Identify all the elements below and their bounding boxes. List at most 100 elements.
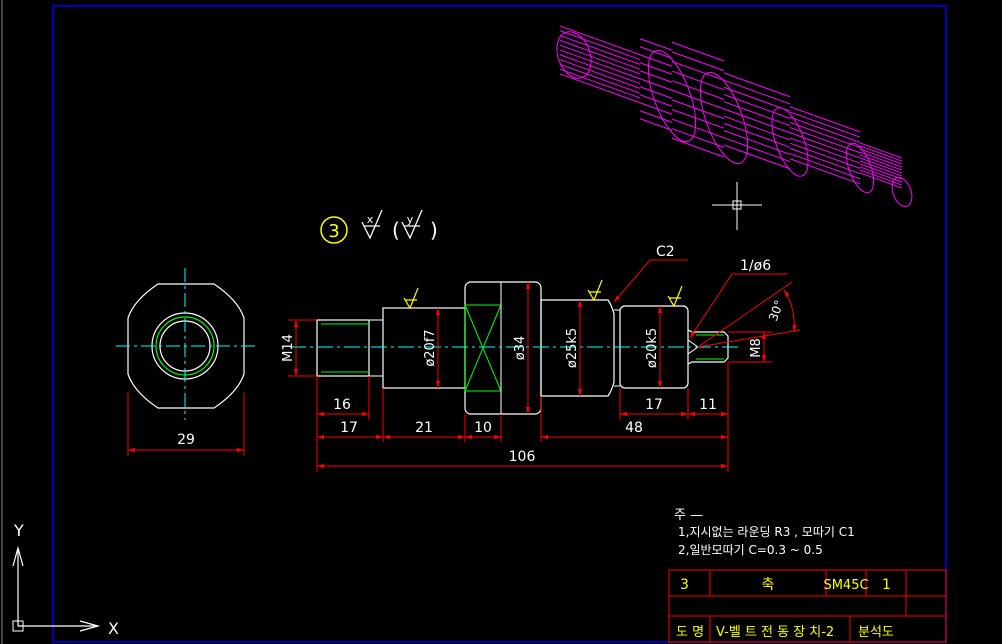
iso-hatch-line: [559, 73, 641, 104]
iso-hatch-line: [671, 41, 725, 62]
iso-step: [771, 107, 809, 177]
paren-open: (: [392, 218, 400, 242]
notes-line-2: 2,일반모따기 C=0.3 ~ 0.5: [678, 543, 823, 557]
finish-mark-icon: [361, 209, 383, 240]
iso-hatch-line: [671, 99, 725, 120]
iso-hatch-line: [723, 130, 791, 155]
iso-hatch-line: [671, 61, 725, 81]
iso-hatch-line: [671, 89, 725, 110]
iso-hatch-line: [559, 63, 641, 94]
tb-part-name: 축: [762, 577, 775, 593]
iso-hatch-line: [789, 153, 861, 180]
finish-mark-icon: [403, 287, 419, 310]
iso-hatch-line: [559, 25, 641, 56]
notes-header: 주 —: [674, 508, 703, 523]
finish-paren-letter: y: [407, 213, 414, 226]
iso-hatch-line: [723, 79, 791, 105]
tb-drawing-label: 도 명: [676, 625, 704, 640]
phi25k5-section: [540, 299, 615, 397]
iso-hatch-line: [859, 172, 903, 189]
iso-hatch-line: [723, 108, 791, 134]
dim-m14-text: M14: [281, 334, 296, 362]
iso-hatch-line: [859, 145, 903, 162]
dim-10-text: 10: [474, 420, 492, 436]
iso-hatch-line: [671, 118, 725, 139]
diameter-dimensions: M14 ø20f7 ø34 ø25k5 ø20k5 M8: [281, 282, 772, 414]
tb-quantity: 1: [882, 577, 891, 593]
iso-hatch-line: [789, 132, 861, 159]
isometric-wireframe-lines: [559, 25, 903, 189]
shaft-front-view[interactable]: [290, 281, 742, 415]
leader-annotations: C2 1/ø6 30°: [613, 244, 801, 348]
tb-drawing-type: 분석도: [858, 625, 894, 640]
iso-hatch-line: [789, 111, 861, 138]
iso-hatch-line: [789, 106, 861, 133]
dim-11-text: 11: [699, 397, 717, 413]
iso-hatch-line: [859, 151, 903, 168]
iso-hatch-line: [859, 163, 903, 180]
tb-item-no: 3: [680, 577, 689, 593]
iso-hatch-line: [559, 54, 641, 85]
iso-hatch-line: [671, 80, 725, 100]
iso-hatch-line: [859, 169, 903, 186]
iso-hatch-line: [639, 102, 673, 115]
iso-hatch-line: [639, 38, 673, 51]
iso-hatch-line: [639, 46, 673, 59]
ucs-y-label: Y: [13, 521, 24, 540]
title-block: 3 축 SM45C 1 도 명 V-벨 트 전 동 장 치-2 분석도: [668, 569, 947, 643]
iso-hatch-line: [639, 110, 673, 123]
m14-thread-section: [316, 319, 370, 377]
iso-hatch-line: [639, 78, 673, 91]
end-view[interactable]: 29: [116, 268, 256, 456]
dim-phi34-text: ø34: [513, 336, 528, 361]
iso-end-right: [891, 177, 913, 207]
dim-phi20k5-text: ø20k5: [645, 328, 660, 368]
crosshair-cursor-icon: [712, 182, 762, 230]
phi34-collar: [464, 281, 542, 415]
dim-106-text: 106: [509, 449, 536, 465]
iso-hatch-line: [723, 94, 791, 119]
iso-hatch-line: [859, 166, 903, 183]
iso-hatch-line: [723, 86, 791, 112]
iso-hatch-line: [859, 154, 903, 171]
iso-hatch-line: [859, 142, 903, 159]
end-view-outline: [127, 283, 245, 409]
dim-29-text: 29: [177, 432, 195, 448]
finish-mark-icon: [667, 285, 683, 308]
sheet-border: [52, 5, 947, 643]
iso-hatch-line: [723, 115, 791, 141]
iso-hatch-line: [559, 59, 641, 89]
iso-hatch-line: [723, 137, 791, 163]
iso-shoulder: [845, 142, 875, 194]
surface-finish-marks: [403, 279, 683, 310]
dim-48-text: 48: [625, 420, 643, 436]
iso-hatch-line: [859, 160, 903, 177]
iso-hatch-line: [671, 51, 725, 72]
title-block-frame: [668, 569, 947, 643]
paren-close: ): [430, 218, 438, 242]
iso-hatch-line: [723, 122, 791, 148]
iso-hatch-line: [723, 72, 791, 98]
iso-collar-left: [647, 49, 697, 143]
iso-hatch-line: [671, 137, 725, 158]
finish-mark-paren-icon: [401, 209, 423, 240]
notes-line-1: 1,지시없는 라운딩 R3 , 모따기 C1: [678, 525, 855, 539]
center-hole-leader: [689, 273, 788, 339]
angle-text: 30°: [766, 298, 786, 323]
iso-hatch-line: [559, 35, 641, 65]
iso-hatch-line: [789, 127, 861, 154]
iso-hatch-line: [789, 121, 861, 149]
iso-hatch-line: [639, 118, 673, 131]
angle-ext-b: [697, 329, 801, 348]
iso-hatch-line: [789, 137, 861, 164]
iso-hatch-line: [859, 157, 903, 174]
isometric-view[interactable]: [551, 25, 916, 209]
iso-hatch-line: [639, 54, 673, 67]
ucs-x-label: X: [108, 619, 119, 638]
tb-drawing-name: V-벨 트 전 동 장 치-2: [716, 625, 834, 640]
iso-hatch-line: [559, 39, 641, 70]
dim-21-text: 21: [415, 420, 433, 436]
iso-hatch-line: [639, 70, 673, 83]
dim-16-text: 16: [333, 397, 351, 413]
